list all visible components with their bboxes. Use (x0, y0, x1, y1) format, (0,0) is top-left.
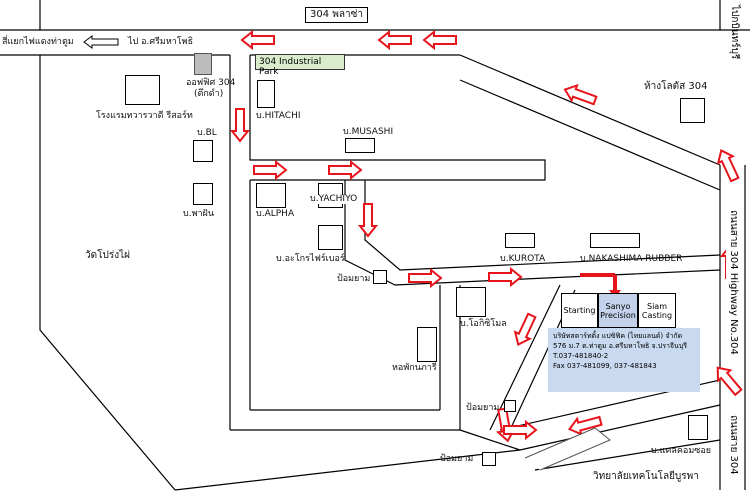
hitachi-building (257, 80, 275, 108)
yachiyo-label: บ.YACHIYO (310, 194, 358, 204)
hotel-label: โรงแรมทวารวาดี รีสอร์ท (96, 111, 193, 121)
nakashima-label: บ.NAKASHIMA RUBBER (580, 254, 683, 264)
plant-sanyo-line2: Precision (600, 310, 636, 320)
company-fax: Fax 037-481099, 037-481843 (553, 362, 657, 370)
industrial-park-label: 304 Industrial Park (255, 54, 345, 77)
plant-siam-line1: Siam (647, 301, 667, 311)
college-road (524, 427, 611, 471)
okichimo-label: บ.โอกิซิโมล (460, 319, 507, 329)
college-label: วิทยาลัยเทคโนโลยีบูรพา (593, 471, 699, 482)
calcomp-building (688, 415, 708, 440)
dorm-building (417, 327, 437, 362)
guard-post-2-label: ป้อมยาม (466, 403, 500, 413)
left-destination-label-2: ไป อ.ศรีมหาโพธิ (128, 37, 194, 47)
guard-post-2 (504, 400, 516, 412)
kurota-label: บ.KUROTA (500, 254, 546, 264)
musashi-label: บ.MUSASHI (343, 127, 394, 137)
akro-building (318, 225, 343, 250)
office-sublabel: (ตึกดำ) (194, 89, 224, 99)
temple-label: วัดโปร่งไผ่ (85, 250, 130, 261)
alpha-building (256, 183, 286, 208)
plant-siam: Siam Casting (638, 293, 676, 328)
guard-post-1-label: ป้อมยาม (337, 274, 371, 284)
company-name: บริษัทสตาร์ทติ้ง แปซิฟิค (ไทยแลนด์) จำกั… (553, 332, 683, 340)
office-304-building (194, 53, 212, 75)
bl-label: บ.BL (197, 128, 217, 138)
guard-post-3-label: ป้อมยาม (440, 454, 474, 464)
company-tel: T.037-481840-2 (553, 352, 609, 360)
plant-siam-line2: Casting (641, 310, 673, 320)
guard-post-3 (482, 452, 496, 466)
office-label: ออฟฟิศ 304 (186, 78, 236, 88)
calcomp-label: บ.แคลคอมซอย (651, 446, 712, 456)
dorm-label: หอพักนภารี (392, 363, 437, 373)
pharm-building (193, 183, 213, 205)
lotus-building (680, 98, 705, 123)
musashi-building (345, 138, 375, 153)
company-info-box: บริษัทสตาร์ทติ้ง แปซิฟิค (ไทยแลนด์) จำกั… (548, 328, 700, 392)
bl-building (193, 140, 213, 162)
kurota-building (505, 233, 535, 248)
highway-label: ถนนสาย 304 Highway No.304 (726, 210, 741, 355)
company-address: 576 ม.7 ต.ท่าตูม อ.ศรีมหาโพธิ จ.ปราจีนบุ… (553, 342, 688, 350)
left-destination-label: สี่แยกไฟแดงท่าตูม (2, 37, 74, 47)
pharm-label: บ.พาฝัน (183, 209, 214, 219)
okichimo-building (456, 287, 486, 317)
guard-post-1 (373, 270, 387, 284)
left-arrow-icon (83, 35, 119, 49)
nakashima-building (590, 233, 640, 248)
highway-label-2: ถนนสาย 304 (726, 415, 741, 475)
hotel-building (125, 75, 160, 105)
right-destination-label: ไปกบินทร์บุรี (729, 5, 740, 60)
alpha-label: บ.ALPHA (256, 209, 295, 219)
lotus-label: ห้างโลตัส 304 (644, 81, 708, 92)
plant-sanyo: Sanyo Precision (598, 293, 638, 328)
hitachi-label: บ.HITACHI (256, 111, 301, 121)
road-top-label: 304 พลาซ่า (305, 7, 369, 23)
plant-starting: Starting (561, 293, 598, 328)
plant-sanyo-line1: Sanyo (605, 301, 631, 311)
akro-label: บ.อะโกรไฟร์เบอร์ (276, 254, 345, 264)
